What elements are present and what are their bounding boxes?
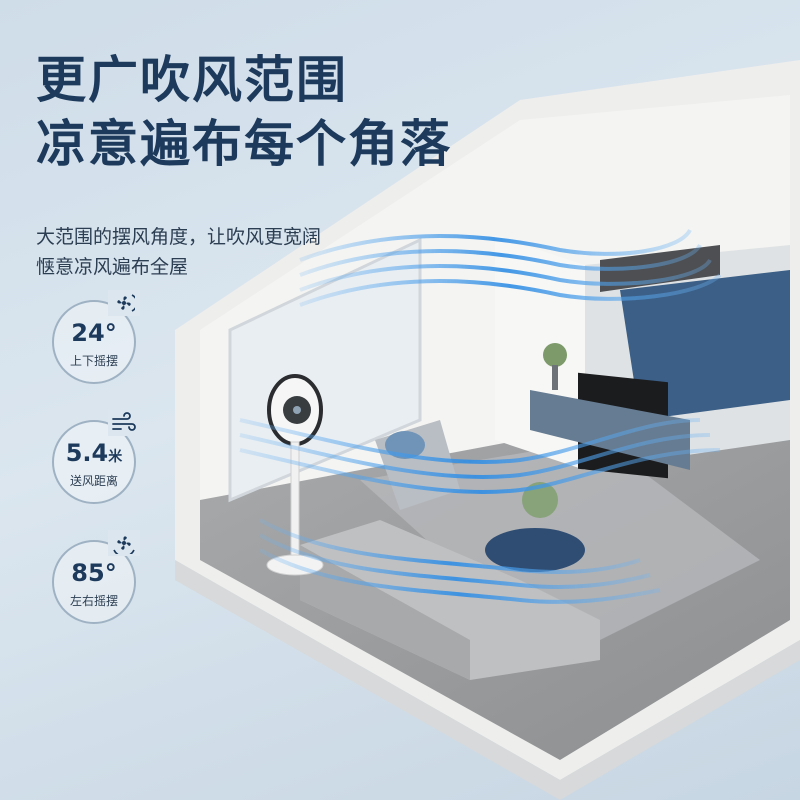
subheadline: 大范围的摆风角度，让吹风更宽阔 惬意凉风遍布全屋 <box>36 222 321 282</box>
stat-caption: 送风距离 <box>69 474 118 488</box>
headline: 更广吹风范围 凉意遍布每个角落 <box>36 48 452 176</box>
headline-line-2: 凉意遍布每个角落 <box>36 115 452 173</box>
subheadline-line-2: 惬意凉风遍布全屋 <box>36 256 189 278</box>
coffee-table <box>485 528 585 572</box>
stat-wind-distance: 5.4米 送风距离 <box>52 410 140 504</box>
fan-horizontal-swing-icon <box>108 530 140 556</box>
wind-distance-icon <box>108 410 140 436</box>
stat-vertical-swing: 24° 上下摇摆 <box>52 290 140 384</box>
fan-vertical-swing-icon <box>108 290 140 316</box>
stat-value: 85° <box>71 559 117 587</box>
subheadline-line-1: 大范围的摆风角度，让吹风更宽阔 <box>36 226 322 248</box>
stat-horizontal-swing: 85° 左右摇摆 <box>52 530 140 624</box>
headline-line-1: 更广吹风范围 <box>36 51 348 109</box>
sofa <box>300 520 600 680</box>
airflow-waves <box>239 228 722 604</box>
stat-value: 24° <box>71 319 117 347</box>
plant <box>543 343 567 367</box>
stat-caption: 左右摇摆 <box>69 594 118 608</box>
stat-caption: 上下摇摆 <box>69 354 118 368</box>
stat-value: 5.4米 <box>65 439 123 467</box>
tv-cabinet <box>530 390 690 470</box>
room-base-edge <box>175 560 800 800</box>
